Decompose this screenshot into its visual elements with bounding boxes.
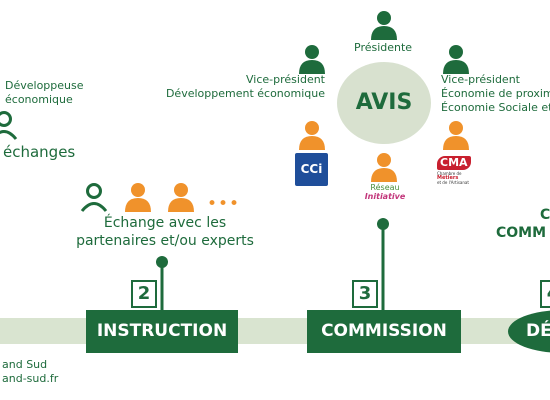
decision-ellipse: DÉ (508, 310, 550, 353)
more-dots: ••• (207, 194, 241, 214)
footer-line2: and-sud.fr (2, 371, 59, 385)
vp-right-text: Vice-président Économie de proxim Économ… (441, 73, 550, 114)
role-line1: Développeuse (5, 79, 84, 92)
decision-label: DÉ (526, 321, 550, 341)
step4-right-line2: COMM (496, 225, 547, 242)
commission-box: COMMISSION (307, 310, 461, 353)
presidente-label: Présidente (354, 41, 413, 54)
vp-left-line1: Vice-président (246, 73, 325, 86)
cma-logo: CMA Chambre de Métiers et de l'Artisanat (437, 153, 475, 185)
step-number-4: 4 (540, 280, 550, 308)
vp-right-line1: Vice-président (441, 73, 520, 86)
vp-right-line2: Économie de proxim (441, 86, 550, 100)
step4-right-line1: C (540, 207, 550, 223)
person-vp-right-icon (443, 45, 469, 74)
person-orange-icon (168, 183, 194, 212)
cci-logo-text: CCi (300, 162, 323, 176)
instruction-box: INSTRUCTION (86, 310, 238, 353)
step-number-3: 3 (352, 280, 378, 308)
cma-logo-sub2: Métiers (437, 174, 459, 181)
role-line2: économique (5, 92, 73, 106)
cma-logo-sub1: Chambre de (437, 170, 462, 176)
cma-logo-sub3: et de l'Artisanat (437, 180, 469, 186)
reseau-logo-line2: Initiative (364, 191, 406, 201)
reseau-initiative-logo: Réseau Initiative (362, 183, 408, 202)
step-number-2: 2 (131, 280, 157, 308)
step4-right-text: C COMM (496, 206, 550, 242)
cma-logo-mark: CMA (437, 156, 471, 170)
person-orange-icon (125, 183, 151, 212)
footer-line1: and Sud (2, 358, 48, 371)
footer-text: and Sud and-sud.fr (2, 358, 58, 386)
reseau-logo-line1: Réseau (370, 183, 400, 192)
echange-line2: partenaires et/ou experts (76, 232, 254, 249)
person-orange-cma-icon (443, 121, 469, 150)
vp-right-line3: Économie Sociale et (441, 100, 550, 114)
echanges-label: échanges (3, 143, 76, 161)
echange-text: Échange avec les partenaires et/ou exper… (70, 215, 260, 250)
person-vp-left-icon (299, 45, 325, 74)
person-orange-cci-icon (299, 121, 325, 150)
person-orange-reseau-icon (371, 153, 397, 182)
person-icon-left (0, 111, 18, 140)
vp-left-line2: Développement économique (165, 86, 325, 100)
avis-circle: AVIS (337, 62, 431, 144)
decision-ellipse-shape: DÉ (508, 310, 550, 353)
cci-logo: CCi (295, 153, 328, 186)
role-developpeuse: Développeuse économique (5, 79, 84, 107)
person-outline-icon (80, 183, 108, 212)
echange-line1: Échange avec les (103, 215, 227, 231)
vp-left-text: Vice-président Développement économique (160, 73, 325, 101)
person-presidente-icon (371, 11, 397, 40)
